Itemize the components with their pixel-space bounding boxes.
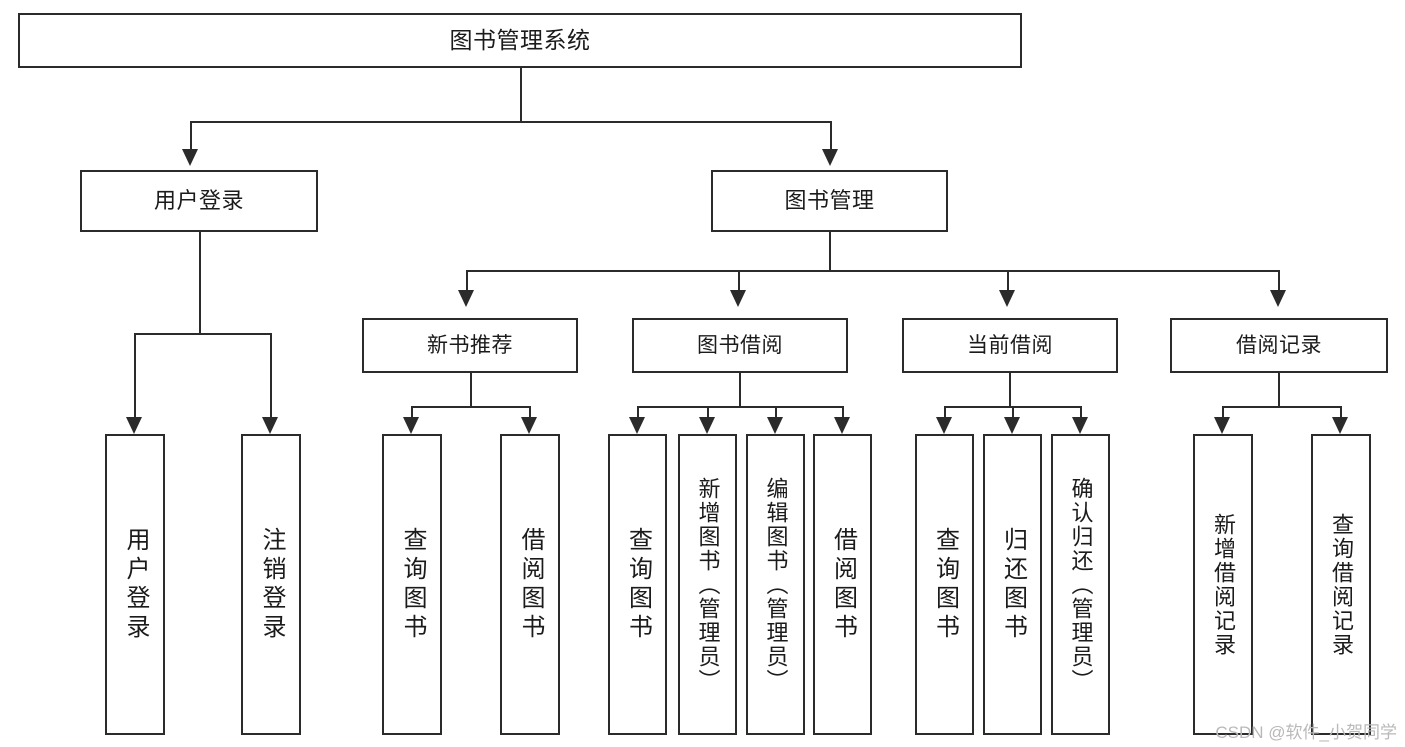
- connector-record-stem: [1278, 373, 1280, 406]
- node-label: 图书管理: [784, 187, 875, 213]
- node-label: 归还图书: [999, 526, 1027, 643]
- leaf-add-borrow-record[interactable]: 新增借阅记录: [1193, 434, 1253, 735]
- arrowhead-root-to-login: [182, 149, 198, 166]
- node-label: 借阅图书: [517, 526, 544, 643]
- arrowhead-newbook-to-leaf-2: [521, 417, 537, 434]
- arrowhead-current-to-leaf-2: [1004, 417, 1020, 434]
- connector-record-to-leaf-1: [1222, 406, 1224, 417]
- arrowhead-borrow-to-leaf-1: [629, 417, 645, 434]
- arrowhead-current-to-leaf-3: [1072, 417, 1088, 434]
- arrowhead-borrow-to-leaf-3: [767, 417, 783, 434]
- connector-root-stem: [520, 68, 522, 121]
- connector-bookmgmt-to-borrow: [738, 270, 740, 290]
- connector-root-to-login: [190, 121, 192, 149]
- node-current-borrow[interactable]: 当前借阅: [902, 318, 1118, 373]
- leaf-add-book-admin[interactable]: 新增图书（管理员）: [678, 434, 737, 735]
- leaf-borrow-book[interactable]: 借阅图书: [813, 434, 872, 735]
- connector-bookmgmt-to-record: [1278, 270, 1280, 290]
- node-label: 查询图书: [399, 526, 426, 643]
- connector-borrow-to-leaf-1: [637, 406, 639, 417]
- connector-bookmgmt-to-newbook: [466, 270, 468, 290]
- leaf-query-book-borrow[interactable]: 查询图书: [608, 434, 667, 735]
- arrowhead-current-to-leaf-1: [936, 417, 952, 434]
- node-label: 图书借阅: [697, 333, 783, 357]
- node-book-management[interactable]: 图书管理: [711, 170, 948, 232]
- connector-bookmgmt-stem: [829, 232, 831, 270]
- arrowhead-root-to-bookmgmt: [822, 149, 838, 166]
- arrowhead-bookmgmt-to-current: [999, 290, 1015, 307]
- leaf-confirm-return-admin[interactable]: 确认归还（管理员）: [1051, 434, 1110, 735]
- arrowhead-login-to-leaf-2: [262, 417, 278, 434]
- connector-login-stem: [199, 232, 201, 333]
- connector-borrow-to-leaf-4: [842, 406, 844, 417]
- connector-record-bus: [1222, 406, 1340, 408]
- connector-bookmgmt-bus: [466, 270, 1278, 272]
- node-label: 确认归还（管理员）: [1068, 476, 1094, 693]
- connector-current-to-leaf-1: [944, 406, 946, 417]
- connector-current-stem: [1009, 373, 1011, 406]
- leaf-logout[interactable]: 注销登录: [241, 434, 301, 735]
- leaf-query-book-current[interactable]: 查询图书: [915, 434, 974, 735]
- connector-newbook-to-leaf-2: [529, 406, 531, 417]
- connector-borrow-bus: [637, 406, 842, 408]
- connector-login-to-leaf-2: [270, 333, 272, 417]
- node-label: 编辑图书（管理员）: [763, 476, 789, 693]
- node-user-login[interactable]: 用户登录: [80, 170, 318, 232]
- node-label: 新增图书（管理员）: [695, 476, 721, 693]
- connector-root-bus: [190, 121, 830, 123]
- arrowhead-borrow-to-leaf-4: [834, 417, 850, 434]
- node-label: 用户登录: [153, 187, 244, 213]
- connector-record-to-leaf-2: [1340, 406, 1342, 417]
- node-book-borrow[interactable]: 图书借阅: [632, 318, 848, 373]
- connector-current-to-leaf-3: [1080, 406, 1082, 417]
- arrowhead-bookmgmt-to-borrow: [730, 290, 746, 307]
- leaf-query-borrow-record[interactable]: 查询借阅记录: [1311, 434, 1371, 735]
- arrowhead-newbook-to-leaf-1: [403, 417, 419, 434]
- connector-root-to-bookmgmt: [830, 121, 832, 149]
- arrowhead-record-to-leaf-2: [1332, 417, 1348, 434]
- connector-newbook-stem: [470, 373, 472, 406]
- connector-borrow-to-leaf-2: [707, 406, 709, 417]
- node-label: 查询借阅记录: [1329, 512, 1354, 657]
- connector-login-bus: [134, 333, 270, 335]
- node-label: 借阅图书: [829, 526, 857, 643]
- connector-newbook-to-leaf-1: [411, 406, 413, 417]
- arrowhead-bookmgmt-to-newbook: [458, 290, 474, 307]
- connector-bookmgmt-to-current: [1007, 270, 1009, 290]
- node-root-system[interactable]: 图书管理系统: [18, 13, 1022, 68]
- node-label: 新书推荐: [427, 333, 513, 357]
- node-label: 查询图书: [931, 526, 959, 643]
- connector-borrow-to-leaf-3: [775, 406, 777, 417]
- leaf-edit-book-admin[interactable]: 编辑图书（管理员）: [746, 434, 805, 735]
- connector-newbook-bus: [411, 406, 529, 408]
- leaf-return-book[interactable]: 归还图书: [983, 434, 1042, 735]
- node-label: 注销登录: [258, 526, 285, 643]
- node-label: 用户登录: [122, 526, 149, 643]
- arrowhead-borrow-to-leaf-2: [699, 417, 715, 434]
- leaf-user-login[interactable]: 用户登录: [105, 434, 165, 735]
- connector-borrow-stem: [739, 373, 741, 406]
- connector-login-to-leaf-1: [134, 333, 136, 417]
- leaf-borrow-book-recommend[interactable]: 借阅图书: [500, 434, 560, 735]
- node-label: 图书管理系统: [449, 26, 591, 53]
- node-label: 查询图书: [624, 526, 652, 643]
- node-label: 借阅记录: [1236, 333, 1322, 357]
- node-borrow-record[interactable]: 借阅记录: [1170, 318, 1388, 373]
- connector-current-to-leaf-2: [1012, 406, 1014, 417]
- arrowhead-bookmgmt-to-record: [1270, 290, 1286, 307]
- leaf-query-book-recommend[interactable]: 查询图书: [382, 434, 442, 735]
- node-new-book-recommend[interactable]: 新书推荐: [362, 318, 578, 373]
- node-label: 新增借阅记录: [1211, 512, 1236, 657]
- arrowhead-login-to-leaf-1: [126, 417, 142, 434]
- arrowhead-record-to-leaf-1: [1214, 417, 1230, 434]
- node-label: 当前借阅: [967, 333, 1053, 357]
